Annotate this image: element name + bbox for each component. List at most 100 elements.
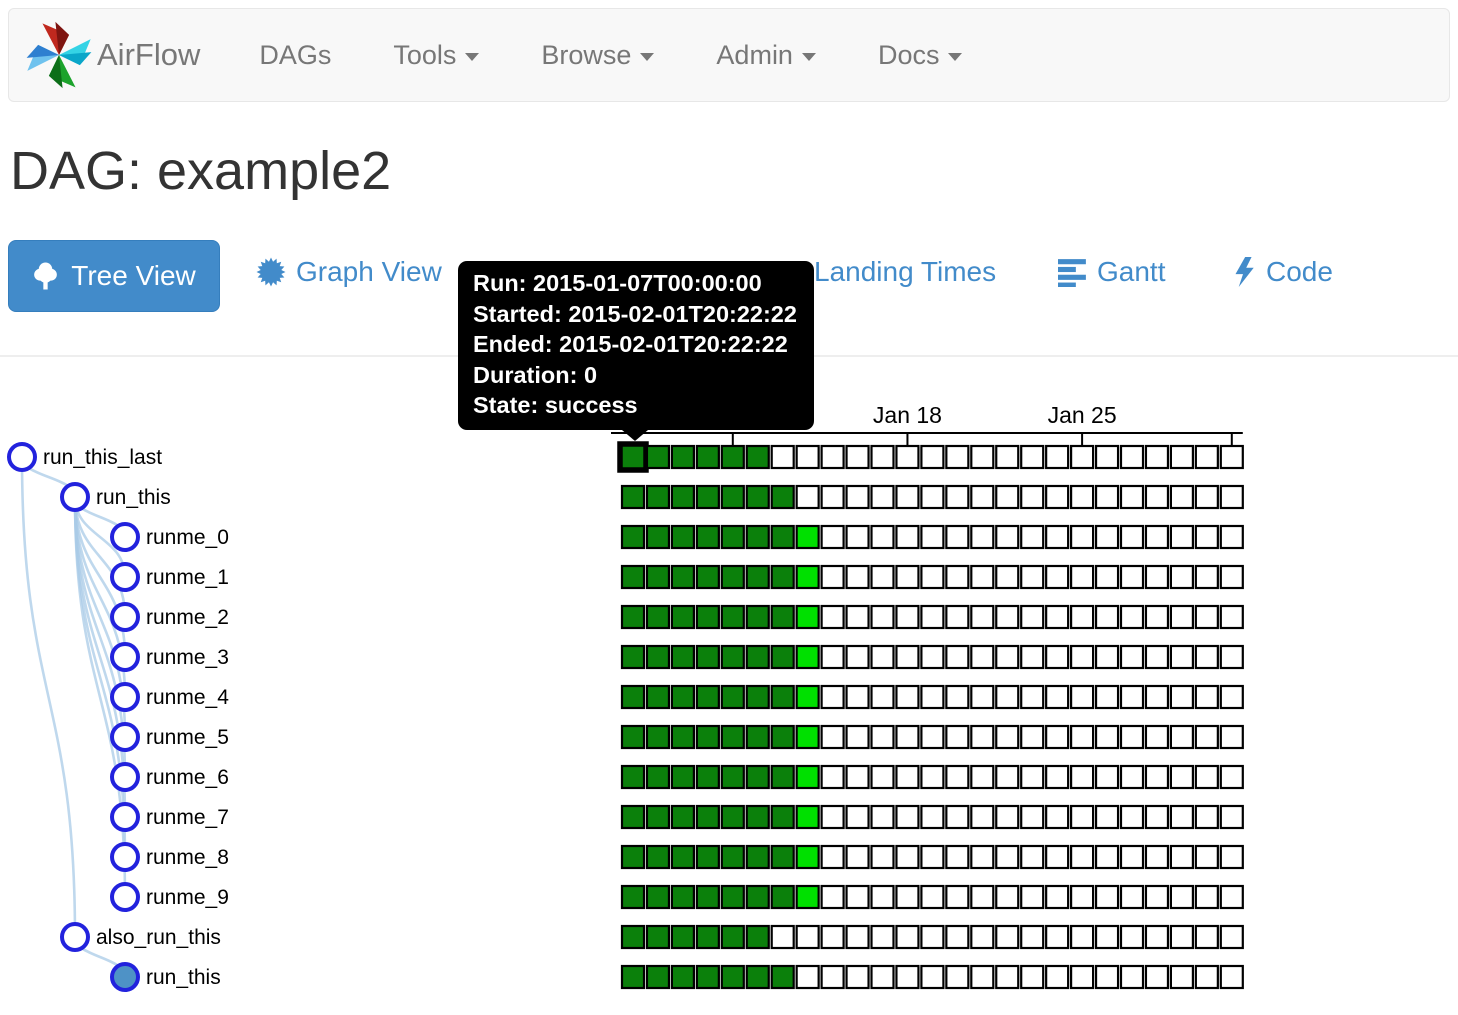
task-instance-cell[interactable] [820,484,845,510]
task-instance-cell[interactable] [1020,564,1045,590]
task-instance-cell[interactable] [1045,644,1070,670]
task-instance-cell[interactable] [1169,644,1195,670]
task-instance-cell[interactable] [770,804,795,830]
task-instance-cell[interactable] [620,924,646,950]
task-instance-cell[interactable] [995,804,1020,830]
task-instance-cell[interactable] [895,684,920,710]
task-instance-cell[interactable] [870,444,895,470]
task-instance-cell[interactable] [845,844,870,870]
task-instance-cell[interactable] [695,484,720,510]
task-instance-cell[interactable] [695,804,720,830]
task-instance-cell[interactable] [720,644,745,670]
task-instance-cell[interactable] [820,804,845,830]
task-instance-cell[interactable] [695,924,720,950]
task-instance-cell[interactable] [870,724,895,750]
task-node-runme_8[interactable] [110,842,140,872]
task-instance-cell[interactable] [845,444,870,470]
task-instance-cell[interactable] [1144,484,1170,510]
task-instance-cell[interactable] [645,524,671,550]
tab-landing-times[interactable]: Landing Times [814,256,996,288]
task-instance-cell[interactable] [820,444,845,470]
task-instance-cell[interactable] [870,804,895,830]
task-instance-cell[interactable] [1045,924,1070,950]
task-instance-cell[interactable] [645,724,671,750]
task-instance-cell[interactable] [645,844,671,870]
task-instance-cell[interactable] [970,604,995,630]
task-instance-cell[interactable] [670,524,696,550]
tab-gantt[interactable]: Gantt [1058,256,1165,288]
task-instance-cell[interactable] [645,444,671,470]
task-instance-cell[interactable] [895,804,920,830]
task-instance-cell[interactable] [1169,884,1195,910]
task-instance-cell[interactable] [1194,804,1219,830]
task-instance-cell[interactable] [970,564,995,590]
task-instance-cell[interactable] [970,884,995,910]
task-instance-cell[interactable] [620,724,646,750]
task-instance-cell[interactable] [920,724,945,750]
task-instance-cell[interactable] [895,764,920,790]
task-instance-cell[interactable] [1144,844,1170,870]
task-instance-cell[interactable] [1219,564,1244,590]
task-instance-cell[interactable] [1219,684,1244,710]
task-instance-cell[interactable] [1020,884,1045,910]
task-instance-cell[interactable] [670,884,696,910]
task-instance-cell[interactable] [920,684,945,710]
task-instance-cell[interactable] [670,804,696,830]
task-instance-cell[interactable] [695,884,720,910]
task-instance-cell[interactable] [995,444,1020,470]
task-instance-cell[interactable] [620,484,646,510]
task-instance-cell[interactable] [1045,884,1070,910]
task-instance-cell[interactable] [970,444,995,470]
task-instance-cell[interactable] [1069,924,1095,950]
task-instance-cell[interactable] [895,564,920,590]
task-instance-cell[interactable] [1069,484,1095,510]
task-instance-cell[interactable] [1094,964,1120,990]
task-instance-cell[interactable] [845,524,870,550]
task-instance-cell[interactable] [945,884,970,910]
task-instance-cell[interactable] [970,764,995,790]
task-instance-cell[interactable] [1020,604,1045,630]
task-instance-cell[interactable] [770,524,795,550]
task-instance-cell[interactable] [670,564,696,590]
task-instance-cell[interactable] [1020,644,1045,670]
task-instance-cell[interactable] [920,564,945,590]
task-instance-cell[interactable] [920,524,945,550]
task-instance-cell[interactable] [1169,444,1195,470]
task-instance-cell[interactable] [1169,484,1195,510]
task-instance-cell[interactable] [795,804,820,830]
task-instance-cell[interactable] [845,804,870,830]
task-instance-cell[interactable] [670,604,696,630]
task-instance-cell[interactable] [995,844,1020,870]
task-instance-cell[interactable] [620,604,646,630]
task-instance-cell[interactable] [695,524,720,550]
task-instance-cell[interactable] [645,644,671,670]
task-instance-cell[interactable] [920,484,945,510]
task-instance-cell[interactable] [770,924,795,950]
task-instance-cell[interactable] [920,844,945,870]
task-instance-cell[interactable] [720,964,745,990]
task-instance-cell[interactable] [645,604,671,630]
task-instance-cell[interactable] [745,484,770,510]
task-instance-cell[interactable] [1119,564,1145,590]
task-instance-cell[interactable] [820,524,845,550]
task-instance-cell[interactable] [1169,524,1195,550]
task-instance-cell[interactable] [970,524,995,550]
task-instance-cell[interactable] [1144,884,1170,910]
task-instance-cell[interactable] [720,764,745,790]
task-instance-cell[interactable] [1045,604,1070,630]
task-instance-cell[interactable] [620,684,646,710]
task-instance-cell[interactable] [970,964,995,990]
task-instance-cell[interactable] [1194,644,1219,670]
task-instance-cell[interactable] [1144,564,1170,590]
nav-item-docs[interactable]: Docs [847,40,994,71]
task-instance-cell[interactable] [820,564,845,590]
task-instance-cell[interactable] [745,764,770,790]
task-instance-cell[interactable] [895,644,920,670]
task-instance-cell[interactable] [1169,764,1195,790]
task-instance-cell-hovered[interactable] [617,441,649,473]
task-instance-cell[interactable] [845,724,870,750]
task-instance-cell[interactable] [1194,924,1219,950]
task-instance-cell[interactable] [820,604,845,630]
task-instance-cell[interactable] [870,924,895,950]
task-instance-cell[interactable] [895,484,920,510]
